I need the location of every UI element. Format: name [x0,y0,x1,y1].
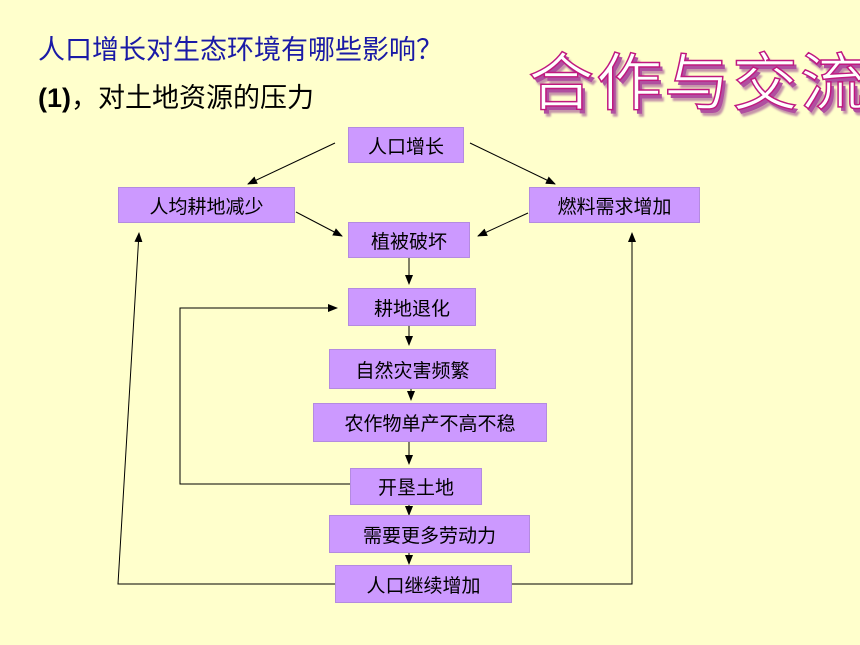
page-subtitle: (1)，对土地资源的压力 [38,76,314,115]
subtitle-text: ，对土地资源的压力 [71,83,314,114]
arrow-growth-to-fuel [469,142,556,185]
page-title: 人口增长对生态环境有哪些影响？ [38,35,443,66]
subtitle-number: (1) [38,83,71,113]
arrow-growth-to-farmland [247,142,336,185]
arrow-population-to-farmland [117,232,335,585]
arrow-reclamation-to-degradation [179,304,350,485]
node-frequent-natural-disasters: 自然灾害频繁 [329,349,496,389]
node-per-capita-farmland-decrease: 人均耕地减少 [118,187,295,223]
arrow-farmland-to-vegetation [295,211,343,237]
node-population-growth: 人口增长 [348,127,464,163]
node-vegetation-destroyed: 植被破坏 [348,222,470,258]
node-fuel-demand-increase: 燃料需求增加 [529,187,700,223]
node-low-unstable-yield: 农作物单产不高不稳 [313,403,547,442]
arrow-population-to-fuel [512,232,636,585]
node-land-reclamation: 开垦土地 [350,468,482,505]
arrow-fuel-to-vegetation [477,212,529,237]
node-population-continues: 人口继续增加 [335,565,512,603]
cooperation-wordart: 合作与交流 [527,46,860,121]
node-farmland-degradation: 耕地退化 [348,288,476,326]
node-more-labor-needed: 需要更多劳动力 [329,515,530,553]
